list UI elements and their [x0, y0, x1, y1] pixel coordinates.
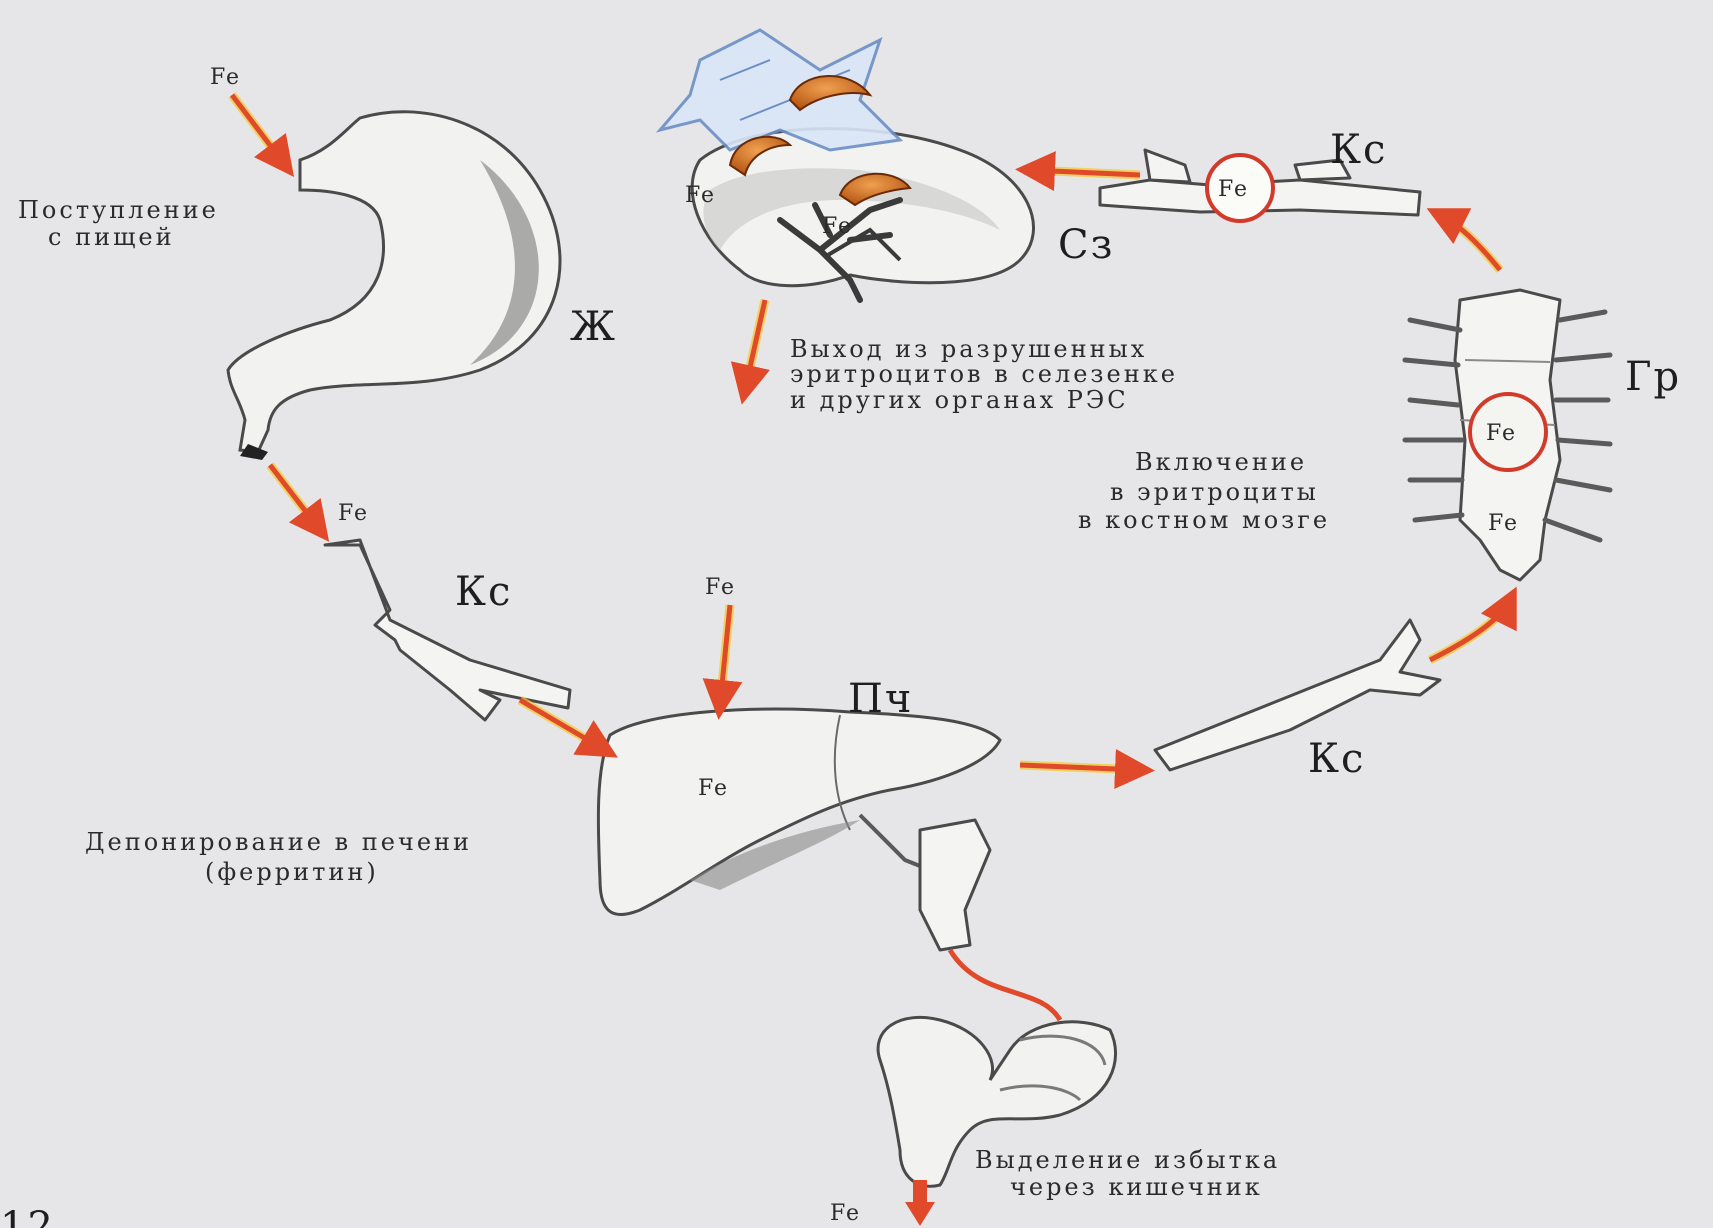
stomach-label: Ж — [570, 304, 617, 350]
fe-vessel-circle: Fe — [1218, 177, 1249, 202]
excretion-label-2: через кишечник — [1010, 1173, 1263, 1201]
release-label-1: Выход из разрушенных — [790, 335, 1147, 363]
excretion-label-1: Выделение избытка — [975, 1146, 1280, 1174]
intake-label-2: с пищей — [48, 223, 175, 251]
release-label-2: эритроцитов в селезенке — [790, 360, 1178, 388]
incorp-label-1: Включение — [1135, 448, 1307, 476]
fe-after-stomach: Fe — [338, 501, 369, 526]
stomach — [228, 112, 560, 460]
release-label-3: и других органах РЭС — [790, 386, 1129, 414]
fe-spleen-inside: Fe — [822, 214, 853, 239]
incorp-label-3: в костном мозге — [1078, 506, 1330, 534]
intake-label-1: Поступление — [18, 196, 219, 224]
deposit-label-2: (ферритин) — [205, 858, 379, 886]
bile-duct — [860, 815, 990, 950]
fe-intake: Fe — [210, 65, 241, 90]
fe-liver-in: Fe — [705, 575, 736, 600]
vessel-right-label: Кс — [1308, 736, 1365, 782]
fe-excreted: Fe — [830, 1201, 861, 1226]
liver-label: Пч — [848, 676, 913, 722]
bone-label: Гр — [1625, 354, 1681, 400]
vessel-top-label: Кс — [1330, 127, 1387, 173]
vessel-left — [325, 540, 570, 720]
fe-bone-circle: Fe — [1486, 421, 1517, 446]
incorp-label-2: в эритроциты — [1110, 478, 1319, 506]
deposit-label-1: Депонирование в печени — [85, 828, 472, 856]
fe-liver-inside: Fe — [698, 776, 729, 801]
spleen-label: Сз — [1058, 222, 1114, 268]
page-number: 12 — [0, 1204, 55, 1228]
fe-bone-inside: Fe — [1488, 511, 1519, 536]
vessel-left-label: Кс — [455, 569, 512, 615]
vessel-right — [1155, 620, 1440, 770]
fe-spleen-out: Fe — [685, 183, 716, 208]
